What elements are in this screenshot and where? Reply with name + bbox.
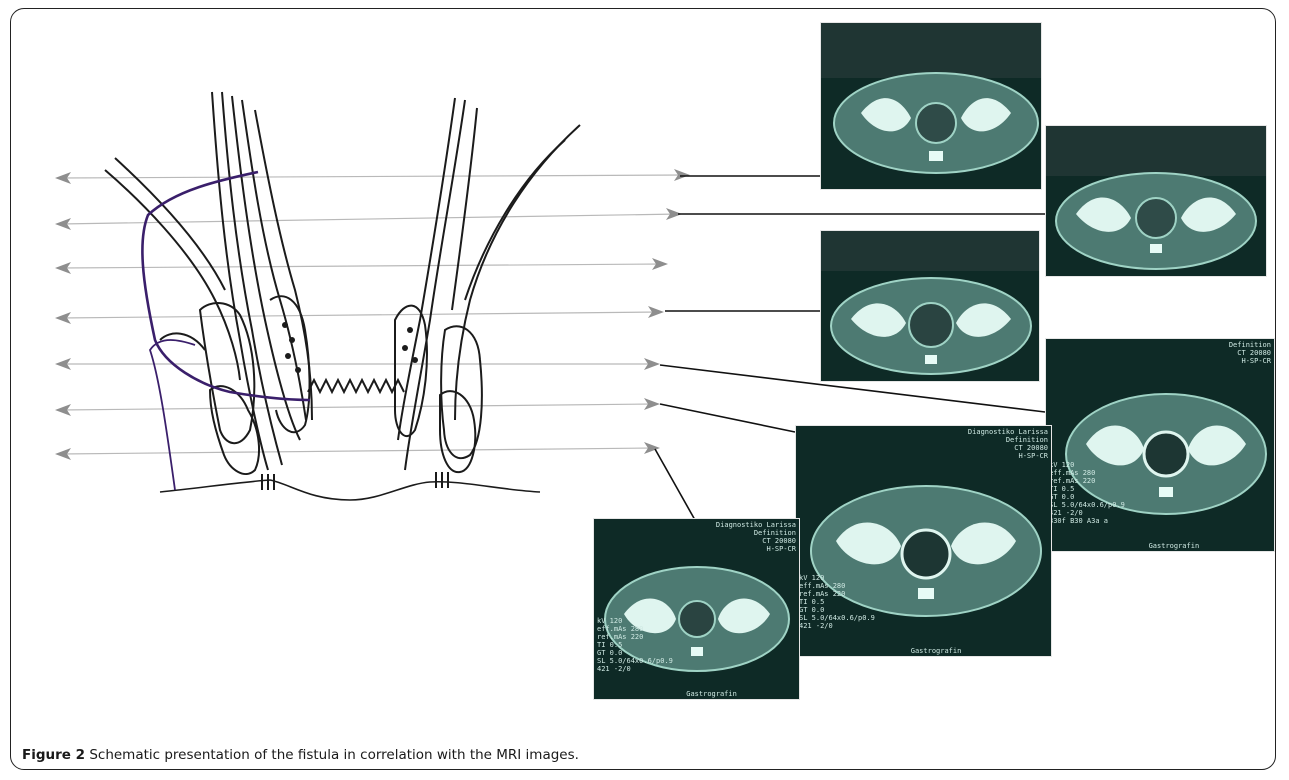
scan-4-header: Definition CT 20080 H-SP-CR	[1229, 341, 1271, 365]
scan-image-3	[820, 230, 1040, 382]
scan-6-params: kV 120 eff.mAs 280 ref.mAs 220 TI 0.5 GT…	[597, 617, 673, 673]
level-line-6	[60, 404, 655, 410]
scan-1-graphic	[821, 23, 1041, 189]
figure-caption-text: Schematic presentation of the fistula in…	[89, 747, 579, 763]
gland-dots	[282, 322, 418, 373]
scan-2-graphic	[1046, 126, 1266, 276]
level-line-7	[60, 448, 655, 454]
scan-5-header: Diagnostiko Larissa Definition CT 20080 …	[968, 428, 1048, 460]
left-wall	[105, 92, 312, 474]
scan-image-1	[820, 22, 1042, 190]
scan-6-header: Diagnostiko Larissa Definition CT 20080 …	[716, 521, 796, 553]
scan-6-footer: Gastrografin	[686, 690, 737, 698]
figure-label: Figure 2	[22, 747, 85, 763]
figure-caption: Figure 2 Schematic presentation of the f…	[22, 747, 579, 763]
perineum-skin	[160, 480, 540, 500]
right-wall	[395, 98, 580, 472]
fistula-tract	[142, 172, 310, 400]
level-line-1	[60, 175, 685, 178]
scan-image-6: Diagnostiko Larissa Definition CT 20080 …	[593, 518, 800, 700]
scan-4-params: kV 120 eff.mAs 280 ref.mAs 220 TI 0.5 GT…	[1049, 461, 1125, 525]
scan-5-params: kV 120 eff.mAs 280 ref.mAs 220 TI 0.5 GT…	[799, 574, 875, 630]
scan-image-2	[1045, 125, 1267, 277]
dentate-line	[308, 380, 404, 392]
scan-4-footer: Gastrografin	[1149, 542, 1200, 550]
scan-image-4: Definition CT 20080 H-SP-CR kV 120 eff.m…	[1045, 338, 1275, 552]
scan-3-graphic	[821, 231, 1039, 381]
scan-image-5: Diagnostiko Larissa Definition CT 20080 …	[795, 425, 1052, 657]
level-line-3	[60, 264, 665, 268]
scan-5-footer: Gastrografin	[911, 647, 962, 655]
